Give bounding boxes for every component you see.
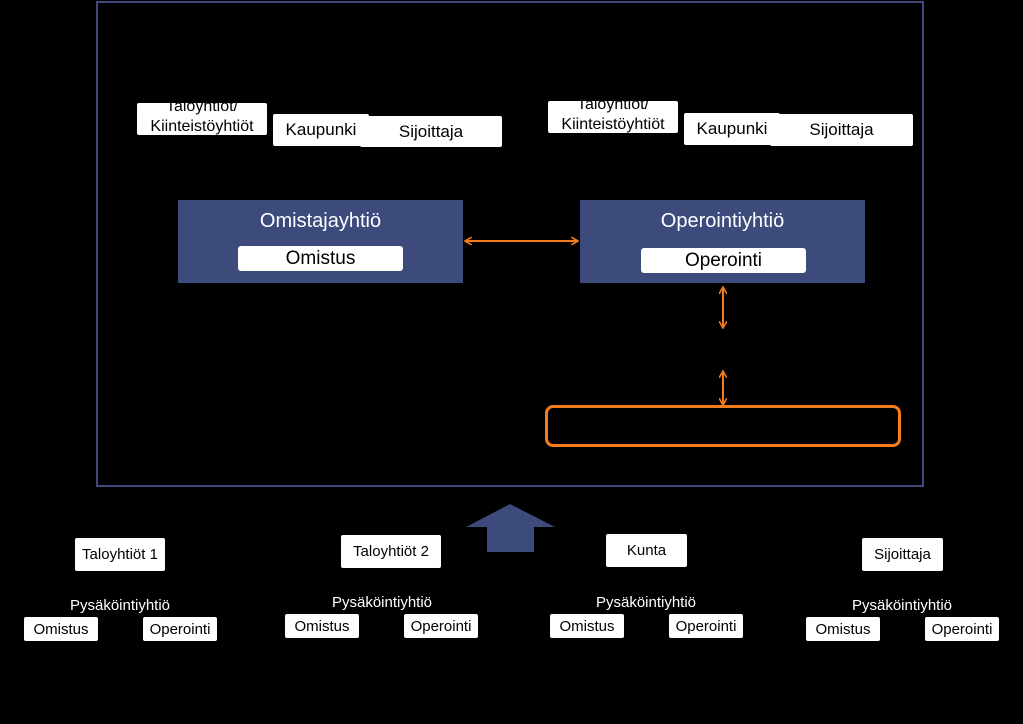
parking-company-label-1: Pysäköintiyhtiö — [69, 597, 171, 614]
operating-company-title: Operointiyhtiö — [660, 210, 785, 232]
ownership-label: Omistus — [559, 617, 615, 635]
parking-company-label-4: Pysäköintiyhtiö — [851, 597, 953, 614]
stakeholder-kaupunki-right: Kaupunki — [684, 113, 780, 145]
main-frame — [96, 1, 924, 487]
stakeholder-kaupunki-left: Kaupunki — [273, 114, 369, 146]
owner-label: Kunta — [626, 542, 667, 559]
stakeholder-label: Kaupunki — [696, 119, 768, 138]
owner-company-title: Omistajayhtiö — [259, 210, 382, 232]
orange-empty-box — [545, 405, 901, 447]
stakeholder-sijoittaja-right: Sijoittaja — [770, 114, 913, 146]
operation-box-4: Operointi — [925, 617, 999, 641]
stakeholder-taloyhtiot-right: Taloyhtiöt/ Kiinteistöyhtiöt — [548, 101, 678, 133]
stakeholder-sijoittaja-left: Sijoittaja — [360, 116, 502, 147]
parking-company-label-2: Pysäköintiyhtiö — [331, 594, 433, 611]
stakeholder-label: Sijoittaja — [398, 121, 464, 141]
owner-role-label: Omistus — [285, 247, 356, 269]
owner-box-taloyhtiot-2: Taloyhtiöt 2 — [341, 535, 441, 568]
parking-company-label-3: Pysäköintiyhtiö — [595, 594, 697, 611]
stakeholder-label: Kaupunki — [285, 120, 357, 139]
operation-box-3: Operointi — [669, 614, 743, 638]
ownership-label: Omistus — [815, 620, 871, 638]
stakeholder-label: Taloyhtiöt/ Kiinteistöyhtiöt — [561, 101, 665, 133]
owner-box-kunta: Kunta — [606, 534, 687, 567]
ownership-label: Omistus — [33, 620, 89, 638]
operation-label: Operointi — [410, 617, 472, 635]
operation-box-1: Operointi — [143, 617, 217, 641]
operation-box-2: Operointi — [404, 614, 478, 638]
ownership-box-4: Omistus — [806, 617, 880, 641]
up-arrow-icon — [466, 504, 555, 552]
stakeholder-taloyhtiot-left: Taloyhtiöt/ Kiinteistöyhtiöt — [137, 103, 267, 135]
owner-box-taloyhtiot-1: Taloyhtiöt 1 — [75, 538, 165, 571]
ownership-box-2: Omistus — [285, 614, 359, 638]
owner-label: Taloyhtiöt 1 — [82, 546, 158, 563]
ownership-label: Omistus — [294, 617, 350, 635]
owner-company-box: Omistajayhtiö Omistus — [178, 200, 463, 283]
owner-label: Sijoittaja — [874, 546, 931, 563]
operating-role-label: Operointi — [684, 249, 763, 271]
owner-label: Taloyhtiöt 2 — [353, 543, 429, 560]
operating-company-box: Operointiyhtiö Operointi — [580, 200, 865, 283]
owner-box-sijoittaja: Sijoittaja — [862, 538, 943, 571]
ownership-box-3: Omistus — [550, 614, 624, 638]
operation-label: Operointi — [149, 620, 211, 638]
ownership-box-1: Omistus — [24, 617, 98, 641]
stakeholder-label: Sijoittaja — [809, 120, 874, 139]
operating-role-box: Operointi — [641, 248, 806, 273]
operation-label: Operointi — [931, 620, 993, 638]
owner-role-box: Omistus — [238, 246, 403, 271]
stakeholder-label: Taloyhtiöt/ Kiinteistöyhtiöt — [150, 103, 254, 135]
operation-label: Operointi — [675, 617, 737, 635]
